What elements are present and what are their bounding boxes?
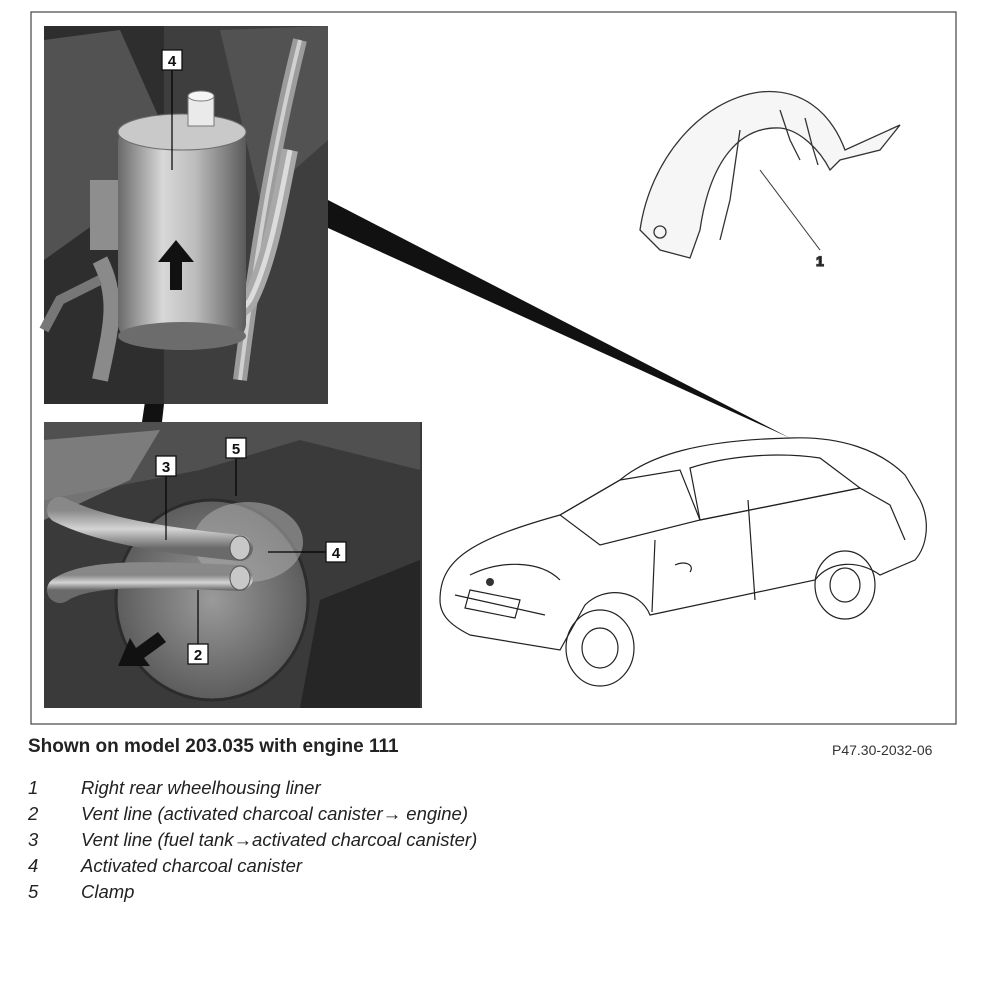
legend-number: 4 bbox=[28, 855, 39, 876]
legend-item: 1 Right rear wheelhousing liner bbox=[28, 776, 588, 799]
legend-text: Vent line (activated charcoal canister→ … bbox=[81, 803, 468, 824]
legend-text: Right rear wheelhousing liner bbox=[81, 777, 321, 798]
callout-bottom-2: 2 bbox=[194, 647, 202, 664]
legend-item: 5 Clamp bbox=[28, 880, 588, 903]
legend-item: 4 Activated charcoal canister bbox=[28, 854, 588, 877]
callout-top-4: 4 bbox=[168, 53, 177, 70]
legend-text: Clamp bbox=[81, 881, 135, 902]
legend-list: 1 Right rear wheelhousing liner 2 Vent l… bbox=[28, 776, 588, 906]
callout-bottom-3: 3 bbox=[162, 459, 170, 476]
connector-wedge bbox=[328, 200, 790, 438]
legend-item: 2 Vent line (activated charcoal canister… bbox=[28, 802, 588, 825]
legend-text: Vent line (fuel tank→activated charcoal … bbox=[81, 829, 478, 850]
top-photo: 4 bbox=[39, 26, 328, 404]
bottom-photo: 3 5 4 2 bbox=[44, 422, 422, 708]
flow-arrow-up bbox=[158, 240, 194, 290]
legend-number: 1 bbox=[28, 777, 39, 798]
diagram-figure: 4 3 5 4 2 bbox=[30, 11, 957, 725]
legend-number: 5 bbox=[28, 881, 39, 902]
car-drawing bbox=[439, 437, 927, 687]
wheelhousing-liner-drawing: 1 bbox=[639, 90, 901, 270]
legend-number: 2 bbox=[28, 803, 39, 824]
callout-bottom-5: 5 bbox=[232, 441, 240, 458]
figure-caption: Shown on model 203.035 with engine 111 bbox=[28, 736, 399, 757]
legend-item: 3 Vent line (fuel tank→activated charcoa… bbox=[28, 828, 588, 851]
legend-text: Activated charcoal canister bbox=[81, 855, 303, 876]
legend-number: 3 bbox=[28, 829, 39, 850]
callout-liner-1: 1 bbox=[816, 253, 824, 269]
figure-reference: P47.30-2032-06 bbox=[832, 742, 933, 758]
flow-arrow-down-left bbox=[118, 632, 166, 666]
callout-bottom-4: 4 bbox=[332, 545, 341, 562]
